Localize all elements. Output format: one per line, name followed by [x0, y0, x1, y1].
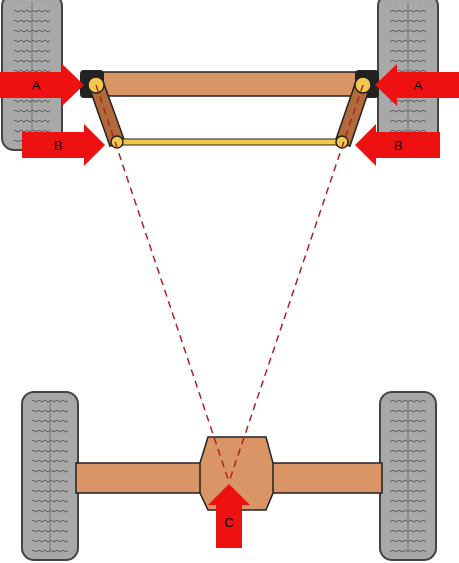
force-arrow: [22, 124, 105, 166]
front-axle-beam: [84, 72, 374, 96]
part-label: B: [54, 139, 63, 152]
part-label: B: [394, 139, 403, 152]
tie-rod: [117, 139, 342, 145]
rear-left-tire: [22, 392, 78, 560]
force-arrow: [355, 124, 440, 166]
force-arrow: [375, 64, 459, 106]
force-arrow: [208, 484, 250, 548]
part-label: C: [224, 516, 233, 529]
rear-right-tire: [380, 392, 436, 560]
force-arrow: [0, 64, 84, 106]
part-label: A: [414, 79, 423, 92]
ackermann-line: [96, 85, 229, 482]
part-label: A: [32, 79, 41, 92]
ackermann-line: [229, 85, 363, 482]
